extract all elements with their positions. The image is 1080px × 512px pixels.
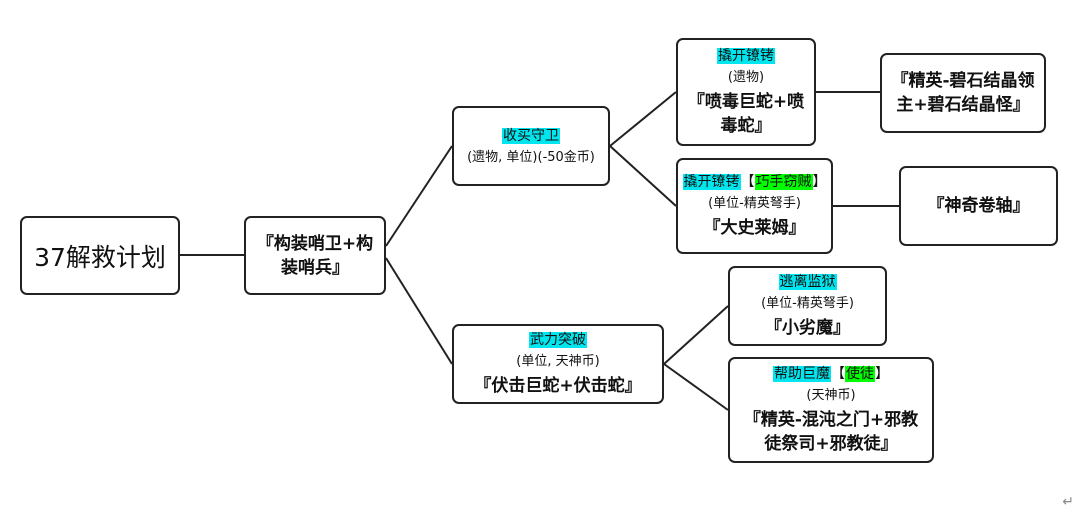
branch-a-detail: (遗物, 单位)(-50金币) xyxy=(467,149,595,165)
node-b2-detail: (天神币) xyxy=(806,388,856,403)
branch-b-detail: (单位, 天神币) xyxy=(516,354,600,369)
node-b2-bracket-open: 【 xyxy=(831,366,845,382)
node-a1: 撬开镣铐 (遗物) 『喷毒巨蛇+喷毒蛇』 xyxy=(676,38,816,146)
node-b1-enemy: 『小劣魔』 xyxy=(765,318,850,338)
level1-label: 『构装哨卫+构装哨兵』 xyxy=(256,233,374,278)
node-a2-result-label: 『神奇卷轴』 xyxy=(927,196,1030,216)
node-a2-result: 『神奇卷轴』 xyxy=(899,166,1058,246)
node-b2-bracket-close: 】 xyxy=(875,366,889,382)
node-a2-skill: 巧手窃贼 xyxy=(754,174,813,190)
level1-node: 『构装哨卫+构装哨兵』 xyxy=(244,216,386,295)
edge-branch-a-node-a1 xyxy=(609,91,677,147)
branch-a-title: 收买守卫 xyxy=(502,127,560,144)
edge-branch-a-node-a2 xyxy=(609,145,677,207)
node-b1-title: 逃离监狱 xyxy=(778,274,837,290)
edge-branch-b-node-b2 xyxy=(663,363,729,411)
node-a1-result-label: 『精英-碧石结晶领主+碧石结晶怪』 xyxy=(891,71,1035,115)
node-a2-bracket-open: 【 xyxy=(740,174,755,190)
node-b2: 帮助巨魔【使徒】 (天神币) 『精英-混沌之门+邪教徒祭司+邪教徒』 xyxy=(728,357,934,463)
branch-b-enemy: 『伏击巨蛇+伏击蛇』 xyxy=(474,376,642,396)
node-b2-enemy: 『精英-混沌之门+邪教徒祭司+邪教徒』 xyxy=(743,410,919,454)
paragraph-mark: ↵ xyxy=(1062,494,1074,510)
node-a2-enemy: 『大史莱姆』 xyxy=(703,218,806,238)
edge-level1-branch-b xyxy=(385,257,453,365)
root-node: 37解救计划 xyxy=(20,216,180,295)
node-b2-skill: 使徒 xyxy=(845,366,875,382)
branch-b-node: 武力突破 (单位, 天神币) 『伏击巨蛇+伏击蛇』 xyxy=(452,324,664,404)
node-a2-bracket-close: 】 xyxy=(812,174,827,190)
node-b1-detail: (单位-精英弩手) xyxy=(761,296,854,311)
edge-branch-b-node-b1 xyxy=(663,305,729,365)
node-a1-detail: (遗物) xyxy=(727,70,765,85)
node-a1-enemy: 『喷毒巨蛇+喷毒蛇』 xyxy=(687,92,805,136)
root-label: 37解救计划 xyxy=(34,242,166,272)
node-a2-title: 撬开镣铐 xyxy=(682,174,741,190)
branch-a-node: 收买守卫 (遗物, 单位)(-50金币) xyxy=(452,106,610,186)
node-a1-title: 撬开镣铐 xyxy=(717,48,775,64)
node-a1-result: 『精英-碧石结晶领主+碧石结晶怪』 xyxy=(880,53,1046,133)
branch-b-title: 武力突破 xyxy=(529,332,587,348)
node-a2-detail: (单位-精英弩手) xyxy=(708,196,801,211)
node-a2: 撬开镣铐【巧手窃贼】 (单位-精英弩手) 『大史莱姆』 xyxy=(676,158,833,254)
node-b1: 逃离监狱 (单位-精英弩手) 『小劣魔』 xyxy=(728,266,887,346)
edge-level1-branch-a xyxy=(385,145,453,247)
node-b2-title: 帮助巨魔 xyxy=(773,366,831,382)
